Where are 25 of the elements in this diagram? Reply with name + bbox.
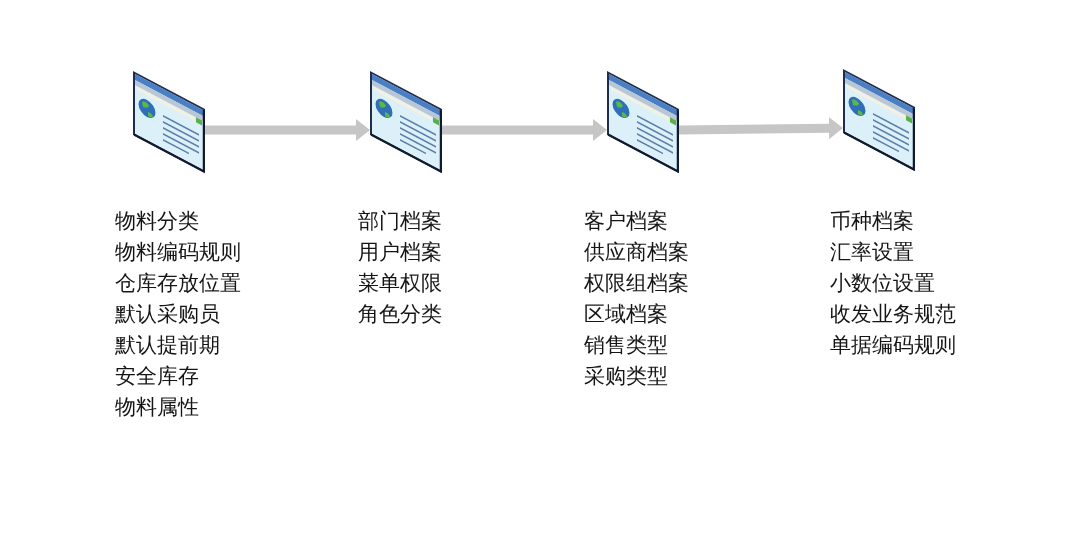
list-item: 仓库存放位置 [115,270,241,297]
arrow [205,119,370,141]
arrow [678,117,844,140]
list-item: 物料分类 [115,208,199,235]
list-item: 小数位设置 [830,270,935,297]
list-item: 安全库存 [115,363,199,390]
list-item: 区域档案 [584,301,668,328]
arrow [442,119,607,141]
list-item: 部门档案 [358,208,442,235]
list-item: 默认采购员 [115,301,220,328]
list-item: 供应商档案 [584,239,689,266]
list-item: 客户档案 [584,208,668,235]
list-item: 币种档案 [830,208,914,235]
list-item: 销售类型 [584,332,668,359]
list-item: 默认提前期 [115,332,220,359]
list-item: 汇率设置 [830,239,914,266]
list-item: 权限组档案 [584,270,689,297]
list-item: 用户档案 [358,239,442,266]
list-item: 菜单权限 [358,270,442,297]
list-item: 收发业务规范 [830,301,956,328]
list-item: 角色分类 [358,301,442,328]
list-item: 采购类型 [584,363,668,390]
list-item: 物料编码规则 [115,239,241,266]
list-item: 物料属性 [115,394,199,421]
list-item: 单据编码规则 [830,332,956,359]
